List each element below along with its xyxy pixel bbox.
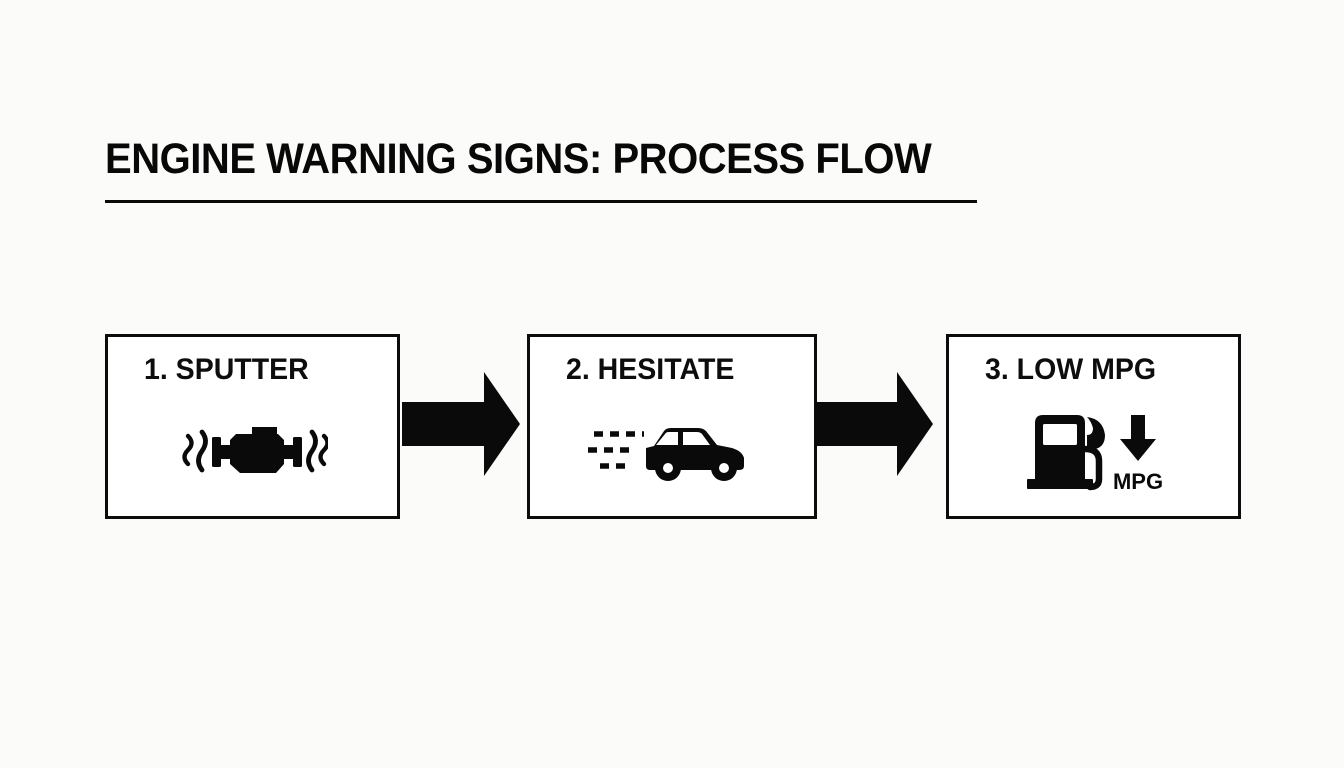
icon-caption-mpg: MPG [1112,469,1162,494]
title-block: ENGINE WARNING SIGNS: PROCESS FLOW [105,135,1005,203]
flow-step-hesitate[interactable]: 2. HESITATE [527,334,817,519]
engine-vibrating-icon [108,409,397,495]
arrow-right-icon [811,368,935,480]
flow-step-sputter[interactable]: 1. SPUTTER [105,334,400,519]
flow-step-label: 1. SPUTTER [144,353,309,386]
flow-step-label: 3. LOW MPG [985,353,1156,386]
flow-step-label: 2. HESITATE [566,353,735,386]
page-title: ENGINE WARNING SIGNS: PROCESS FLOW [105,135,932,183]
flow-step-low-mpg[interactable]: 3. LOW MPG [946,334,1241,519]
process-flow-row: 1. SPUTTER [105,334,1241,519]
car-motion-icon [530,409,814,495]
arrow-right-icon [398,368,522,480]
title-underline-rule [105,200,977,203]
fuel-pump-down-arrow-icon: MPG [949,409,1238,495]
